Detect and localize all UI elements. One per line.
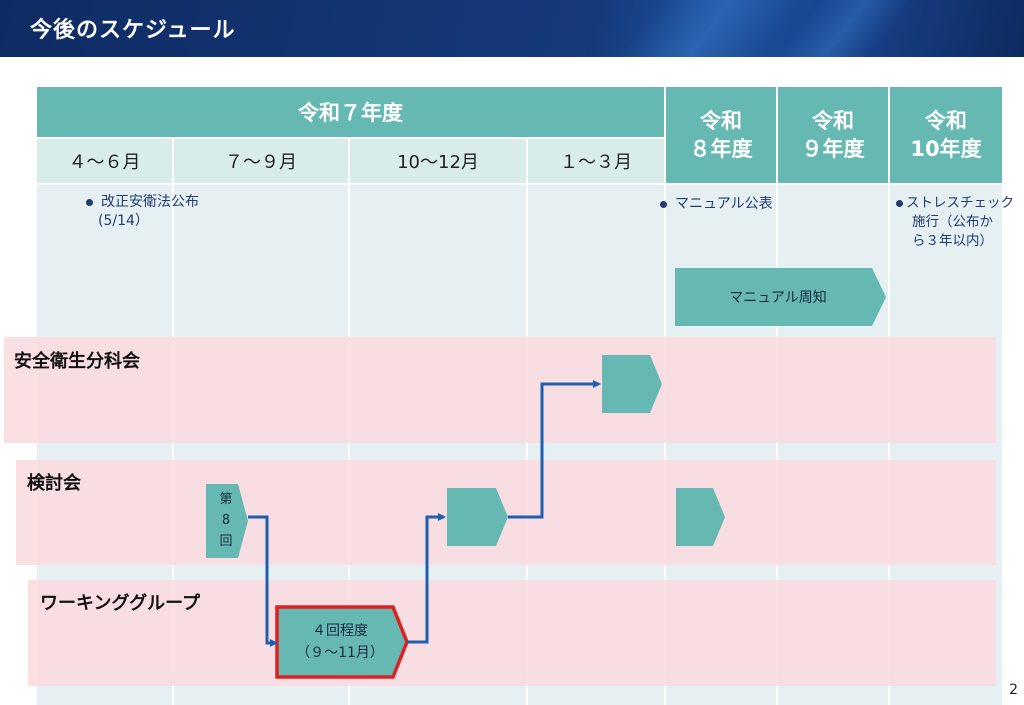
note-law-promulgation: 改正安衛法公布 (5/14） <box>86 193 199 231</box>
review-meeting-fy8-block <box>676 488 725 546</box>
note-manual-publish: マニュアル公表 <box>660 195 773 214</box>
arrow-review-to-subcommittee <box>508 380 601 519</box>
band-working-group <box>28 580 996 686</box>
note-stress-line2: 施行（公布か <box>912 214 993 230</box>
header-fy8-line1: 令和 <box>700 109 742 133</box>
manual-awareness-block <box>675 268 886 326</box>
header-quarter-jan-mar: １～３月 <box>528 139 664 183</box>
note-stress-line3: ら３年以内） <box>912 233 993 249</box>
manual-awareness-label: マニュアル周知 <box>729 289 827 306</box>
note-stress-check: ストレスチェック 施行（公布か ら３年以内） <box>896 194 1014 251</box>
header-fy8-line2: ８年度 <box>689 137 753 161</box>
header-fy10-line1: 令和 <box>925 109 967 133</box>
bullet-dot-icon <box>660 200 667 208</box>
header-fy9: 令和 ９年度 <box>778 87 888 183</box>
review-meeting-q3-block <box>447 488 508 546</box>
note-stress-line1: ストレスチェック <box>906 195 1014 211</box>
subcommittee-block <box>602 355 662 413</box>
note-law-line1: 改正安衛法公布 <box>101 194 199 210</box>
bullet-dot-icon <box>86 198 93 206</box>
working-group-label-line1: ４回程度 <box>312 623 368 639</box>
header-fy7: 令和７年度 <box>37 87 664 137</box>
meeting-8th-char1: 第 <box>219 492 232 507</box>
working-group-block <box>275 605 409 679</box>
header-fy10-line2: 10年度 <box>910 137 982 161</box>
arrow-wg-to-review <box>407 513 446 644</box>
arrow-meeting8-to-wg <box>248 515 278 647</box>
page-title: 今後のスケジュール <box>30 18 236 43</box>
row-label-review-meeting: 検討会 <box>27 473 81 494</box>
meeting-8th-char2: 8 <box>222 513 230 528</box>
header-quarter-oct-dec: 10～12月 <box>350 139 526 183</box>
row-label-subcommittee: 安全衛生分科会 <box>14 351 140 372</box>
note-manual-publish-text: マニュアル公表 <box>675 196 773 212</box>
header-fy10: 令和 10年度 <box>890 87 1002 183</box>
header-quarter-jul-sep: ７～９月 <box>174 139 348 183</box>
meeting-8th-block <box>206 484 248 558</box>
note-law-line2: (5/14） <box>98 213 149 229</box>
header-fy9-line1: 令和 <box>812 109 854 133</box>
band-subcommittee <box>4 337 996 443</box>
page-number: 2 <box>1009 682 1018 698</box>
header-fy8: 令和 ８年度 <box>666 87 776 183</box>
title-bar: 今後のスケジュール <box>0 0 1024 57</box>
working-group-label-line2: （９～11月） <box>296 645 384 661</box>
meeting-8th-char3: 回 <box>219 534 232 549</box>
header-fy9-line2: ９年度 <box>801 137 865 161</box>
header-quarter-apr-jun: ４～６月 <box>37 139 172 183</box>
bullet-dot-icon <box>896 199 903 207</box>
row-label-working-group: ワーキンググループ <box>40 593 201 614</box>
